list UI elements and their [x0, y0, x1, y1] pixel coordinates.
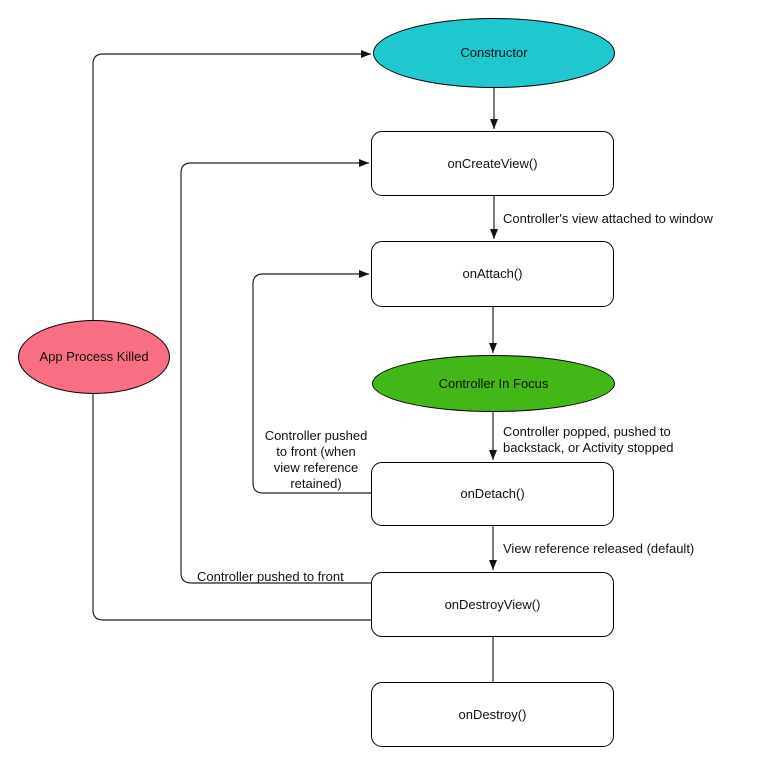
- edge-label-popped: Controller popped, pushed to backstack, …: [503, 424, 674, 455]
- node-constructor-label: Constructor: [460, 45, 528, 60]
- edge-label-view-attached: Controller's view attached to window: [503, 211, 713, 226]
- node-ondestroy: onDestroy(): [371, 682, 614, 747]
- node-ondetach: onDetach(): [371, 462, 614, 526]
- edge-view-retained-loop: [252, 270, 371, 494]
- edge-label-pushed-front: Controller pushed to front: [197, 569, 344, 584]
- node-controller-in-focus: Controller In Focus: [372, 355, 615, 412]
- node-onattach: onAttach(): [371, 241, 614, 307]
- node-ondestroy-label: onDestroy(): [458, 706, 527, 722]
- edge-pushed-to-front-loop: [180, 159, 371, 584]
- node-ondetach-label: onDetach(): [460, 486, 525, 501]
- edge-label-view-released: View reference released (default): [503, 541, 695, 556]
- node-oncreateview: onCreateView(): [371, 131, 614, 196]
- node-constructor: Constructor: [373, 18, 615, 88]
- node-app-process-killed: App Process Killed: [18, 320, 170, 394]
- node-app-process-killed-label: App Process Killed: [39, 349, 149, 364]
- node-oncreateview-label: onCreateView(): [447, 155, 538, 171]
- node-ondestroyview-label: onDestroyView(): [444, 596, 541, 612]
- node-ondestroyview: onDestroyView(): [371, 572, 614, 637]
- node-controller-in-focus-label: Controller In Focus: [438, 375, 549, 391]
- edge-label-view-retained: Controller pushed to front (when view re…: [264, 428, 368, 491]
- node-onattach-label: onAttach(): [462, 266, 523, 281]
